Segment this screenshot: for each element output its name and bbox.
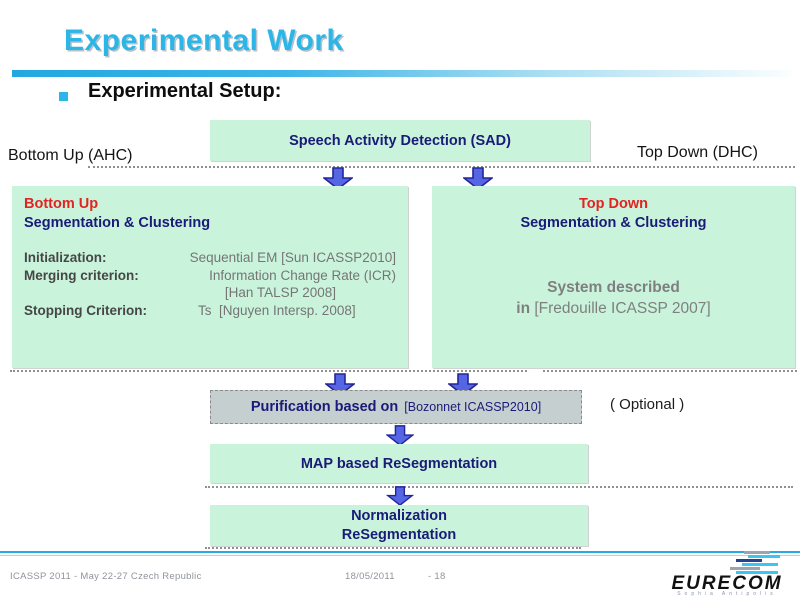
placeholder-dotted-line: [10, 370, 527, 372]
param-value: Ts [Nguyen Intersp. 2008]: [198, 302, 356, 318]
placeholder-dotted-line: [205, 547, 581, 549]
param-row: [Han TALSP 2008]: [24, 284, 396, 302]
param-value: [Han TALSP 2008]: [224, 285, 336, 300]
eurecom-logo-text: EURECOM: [671, 573, 783, 594]
label-top-down-dhc: Top Down (DHC): [637, 144, 758, 161]
placeholder-dotted-line: [205, 486, 793, 488]
arrow-down-icon: [325, 373, 355, 396]
placeholder-dotted-line: [543, 370, 797, 372]
footer-divider: [0, 551, 800, 553]
eurecom-logo: EURECOM Sophia Antipolis: [656, 550, 798, 597]
bullet-text: Experimental Setup:: [88, 80, 282, 102]
arrow-down-icon: [386, 486, 414, 506]
top-down-desc-line2: in [Fredouille ICASSP 2007]: [442, 298, 785, 319]
param-label: [24, 284, 172, 302]
arrow-down-icon: [323, 167, 353, 190]
box-sad-label: Speech Activity Detection (SAD): [289, 132, 511, 149]
page-title: Experimental Work: [64, 24, 344, 57]
footer-divider-thin: [0, 555, 800, 556]
param-label: Stopping Criterion:: [24, 302, 147, 318]
purification-reference: [Bozonnet ICASSP2010]: [404, 400, 542, 414]
title-rule: [12, 70, 792, 77]
box-top-down-subtitle: Segmentation & Clustering: [520, 215, 707, 231]
param-label: Merging criterion:: [24, 267, 139, 283]
box-map-resegmentation: MAP based ReSegmentation: [210, 444, 588, 483]
bottom-up-parameters: Initialization: Sequential EM [Sun ICASS…: [24, 249, 396, 319]
normalization-line2: ReSegmentation: [341, 526, 457, 543]
param-row: Stopping Criterion: Ts [Nguyen Intersp. …: [24, 302, 396, 320]
top-down-description: System described in [Fredouille ICASSP 2…: [442, 277, 785, 319]
param-row: Initialization: Sequential EM [Sun ICASS…: [24, 249, 396, 267]
map-label: MAP based ReSegmentation: [300, 455, 498, 472]
box-normalization: Normalization ReSegmentation: [210, 505, 588, 546]
footer-conference: ICASSP 2011 - May 22-27 Czech Republic: [10, 571, 202, 582]
param-label: Initialization:: [24, 250, 107, 265]
box-bottom-up-subtitle: Segmentation & Clustering: [24, 215, 211, 231]
footer-date: 18/05/2011: [345, 571, 395, 582]
arrow-down-icon: [463, 167, 493, 190]
label-optional: ( Optional ): [610, 396, 685, 413]
box-purification: Purification based on [Bozonnet ICASSP20…: [210, 390, 582, 424]
param-value: Sequential EM [Sun ICASSP2010]: [189, 250, 396, 265]
arrow-down-icon: [386, 425, 414, 446]
top-down-desc-line1: System described: [547, 279, 680, 296]
top-down-desc-bold: in: [516, 300, 531, 317]
box-top-down-title: Top Down: [579, 196, 648, 212]
footer-page-number: - 18: [428, 571, 446, 582]
eurecom-logo-subtext: Sophia Antipolis: [677, 591, 777, 597]
normalization-line1: Normalization: [351, 507, 447, 524]
placeholder-dotted-line: [88, 166, 795, 168]
purification-label: Purification based on: [250, 399, 399, 415]
eurecom-logo-mark-icon: [718, 551, 794, 575]
arrow-down-icon: [448, 373, 478, 396]
box-bottom-up-title: Bottom Up: [24, 196, 99, 212]
top-down-desc-ref: [Fredouille ICASSP 2007]: [530, 300, 711, 317]
bullet-icon: [59, 92, 68, 101]
param-value: Information Change Rate (ICR): [209, 267, 396, 283]
box-sad: Speech Activity Detection (SAD): [210, 120, 590, 161]
box-top-down: Top Down Segmentation & Clustering Syste…: [432, 186, 795, 368]
box-bottom-up: Bottom Up Segmentation & Clustering Init…: [12, 186, 408, 368]
label-bottom-up-ahc: Bottom Up (AHC): [8, 147, 133, 164]
param-row: Merging criterion: Information Change Ra…: [24, 267, 396, 285]
